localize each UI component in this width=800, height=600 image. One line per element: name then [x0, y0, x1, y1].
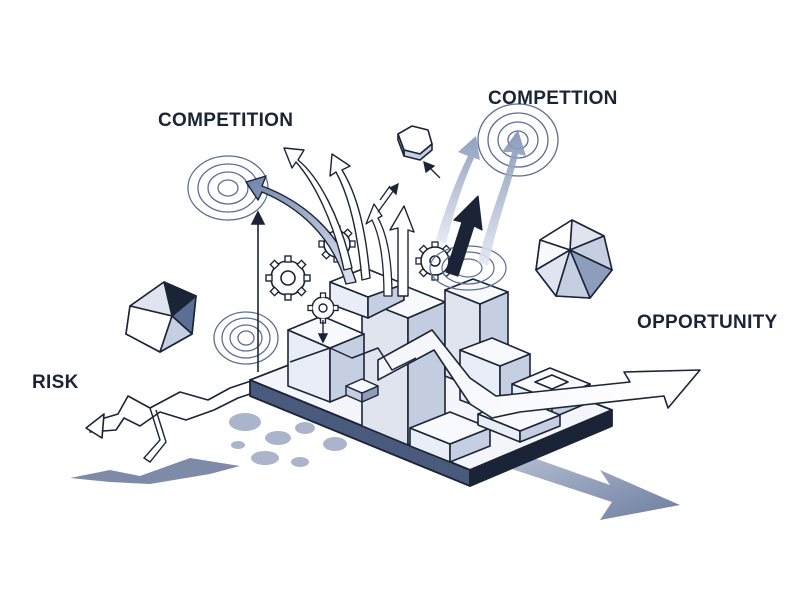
- risk-arrow: [70, 377, 263, 484]
- opportunity-arrow-path: [289, 347, 417, 371]
- competition-label-right: COMPETTION: [488, 88, 618, 109]
- competition-arrow-center: [329, 153, 371, 281]
- up-arrow-center: [389, 205, 415, 297]
- chip: [345, 378, 379, 403]
- hexagon-nut-icon: [397, 125, 433, 161]
- gear-pointer: [317, 320, 329, 344]
- risk-label: RISK: [32, 372, 79, 393]
- opportunity-label: OPPORTUNITY: [637, 312, 778, 333]
- polyhedron-icon: [125, 281, 197, 353]
- competition-arrow-left: [245, 175, 357, 285]
- opportunity-arrow: [377, 329, 701, 419]
- up-arrow-center-2: [365, 203, 393, 297]
- up-arrow-faded: [436, 136, 480, 244]
- front-low-block: [409, 411, 491, 463]
- small-arrows: [377, 160, 441, 213]
- competition-label-left: COMPETITION: [158, 110, 294, 131]
- vertical-arrow: [250, 210, 266, 372]
- signal-ripple-icon: [429, 245, 507, 291]
- gear-icon: [415, 241, 455, 281]
- signal-ripple-icon: [213, 311, 279, 365]
- gear-icon: [265, 255, 311, 301]
- competition-arrow-left-upper: [283, 147, 353, 271]
- up-arrow-faded-2: [478, 130, 526, 266]
- left-block: [287, 315, 365, 403]
- polyhedron-icon: [535, 219, 613, 299]
- up-arrow-dark: [445, 195, 483, 277]
